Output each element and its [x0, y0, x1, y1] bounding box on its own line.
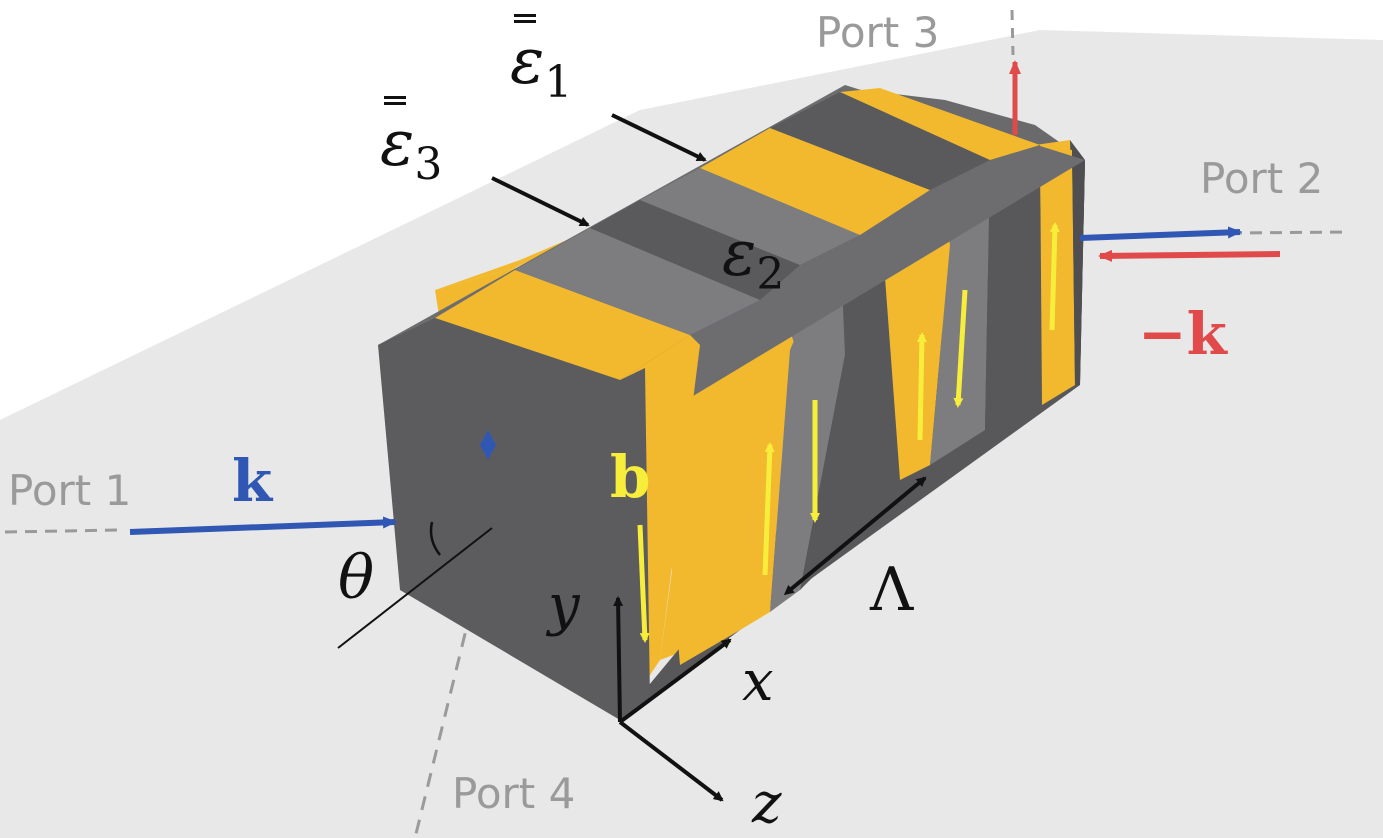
port1-label: Port 1 — [8, 466, 132, 515]
blue-marker — [480, 430, 496, 460]
top-face-clean — [378, 85, 1085, 440]
lambda-label: Λ — [870, 555, 914, 625]
axis-x-arrow — [618, 638, 732, 724]
eps1-pointer — [611, 113, 707, 162]
eps3-label: ε3 — [380, 96, 443, 190]
front-face-dark-edge — [620, 368, 650, 720]
eps2-label: ε2 — [722, 222, 784, 297]
port2-dashed-line — [1229, 230, 1351, 235]
axis-x-label: x — [742, 649, 774, 714]
eps1-symbol: ε — [510, 25, 545, 99]
side-stripe-gold-a — [660, 335, 790, 665]
k-backward-arrow — [1098, 249, 1281, 262]
top-gold-a — [435, 270, 690, 380]
b-field-label: b — [610, 443, 651, 511]
eps1-tensor-bars — [514, 14, 536, 30]
top-dark-a — [590, 200, 800, 300]
port2-label: Port 2 — [1200, 154, 1324, 203]
side-stripe-dark-b — [985, 145, 1042, 430]
b-arrow-5 — [953, 289, 968, 408]
b-arrow-4 — [916, 332, 927, 441]
b-arrow-1 — [637, 524, 650, 643]
port3-label: Port 3 — [816, 8, 940, 57]
axis-y-arrow — [613, 596, 624, 723]
port3-dashed-line — [1010, 9, 1015, 56]
axis-z-arrow — [618, 720, 724, 802]
top-gray-a — [515, 228, 760, 335]
top-gold-b — [700, 128, 930, 235]
k-forward-arrow — [129, 516, 397, 535]
side-stripe-gray-b — [930, 160, 990, 465]
k-forward-exit-arrow — [1079, 226, 1242, 241]
b-arrow-6 — [1049, 222, 1060, 331]
eps1-subscript: 1 — [544, 57, 573, 108]
theta-angle-arc — [429, 521, 441, 556]
eps3-subscript: 3 — [414, 139, 443, 190]
b-arrow-2 — [762, 442, 775, 576]
axis-z-label: z — [752, 771, 782, 836]
port4-label: Port 4 — [452, 769, 576, 818]
eps2-subscript: 2 — [756, 249, 785, 300]
eps3-symbol: ε — [380, 107, 415, 181]
k-backward-label: −k — [1138, 300, 1227, 368]
top-gold-c — [840, 88, 1040, 160]
top-gray-b — [640, 168, 860, 265]
top-dark-b — [770, 92, 990, 190]
eps3-pointer — [491, 176, 590, 227]
eps2-symbol: ε — [722, 217, 757, 291]
side-stripe-gold-c — [1040, 145, 1075, 405]
theta-label: θ — [338, 543, 375, 613]
front-face — [378, 318, 620, 720]
eps3-tensor-bars — [384, 96, 406, 112]
lambda-double-arrow — [783, 476, 927, 596]
eps1-label: ε1 — [510, 14, 573, 108]
theta-normal-line — [337, 527, 493, 649]
side-stripe-dark-c — [1072, 150, 1085, 385]
k-forward-label: k — [232, 447, 273, 515]
axis-y-label: y — [548, 573, 580, 638]
